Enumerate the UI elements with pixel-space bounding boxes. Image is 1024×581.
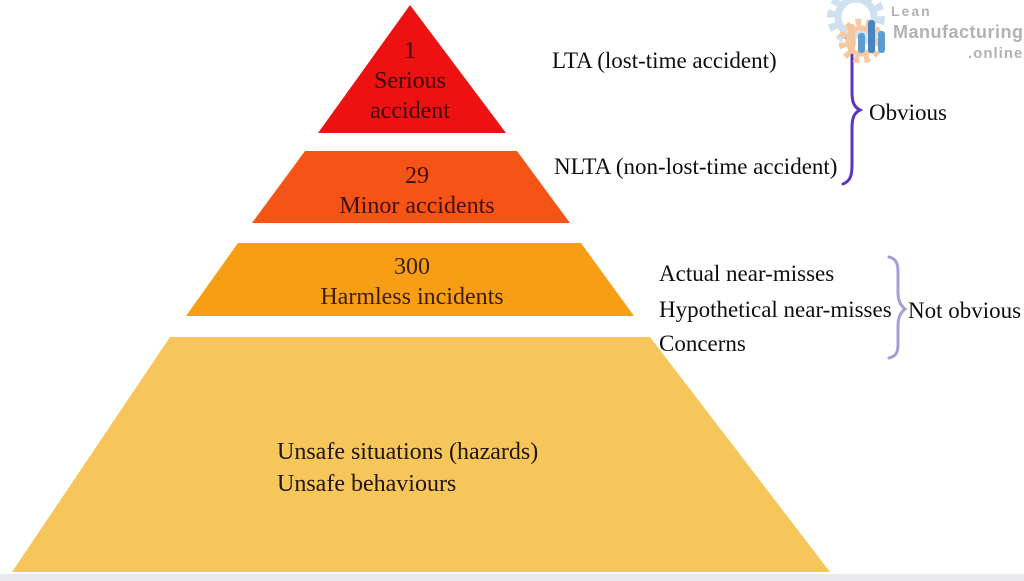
level-2-label: 29 Minor accidents	[297, 161, 537, 221]
level-1-line2: accident	[370, 98, 450, 124]
level-3-harmless-incidents-shape	[186, 243, 634, 316]
level-1-label: 1 Serious accident	[310, 36, 510, 126]
hypothetical-near-misses-label: Hypothetical near-misses	[659, 297, 892, 322]
footer-strip	[0, 574, 1024, 581]
level-4-unsafe-situations-shape	[12, 337, 830, 572]
logo-mark	[827, 0, 885, 64]
level-4-label: Unsafe situations (hazards) Unsafe behav…	[277, 436, 538, 500]
logo-text-lean: Lean	[891, 3, 932, 19]
nlta-label: NLTA (non-lost-time accident)	[554, 154, 838, 179]
gear-icon-large-teeth	[827, 0, 885, 46]
lta-label: LTA (lost-time accident)	[552, 48, 777, 73]
level-3-count: 300	[394, 254, 430, 280]
bar-chart-icon	[848, 20, 885, 53]
level-1-serious-accident-shape	[318, 5, 506, 133]
level-4-line2: Unsafe behaviours	[277, 471, 457, 497]
level-1-line1: Serious	[374, 68, 446, 94]
level-1-count: 1	[404, 38, 416, 64]
not-obvious-brace	[887, 255, 908, 360]
level-2-count: 29	[405, 163, 429, 189]
level-2-minor-accidents-shape	[252, 151, 570, 223]
logo-text-online: .online	[968, 45, 1024, 62]
logo-text-manufacturing: Manufacturing	[893, 22, 1024, 42]
level-4-line1: Unsafe situations (hazards)	[277, 439, 539, 465]
level-3-line1: Harmless incidents	[320, 284, 504, 310]
not-obvious-label: Not obvious	[908, 298, 1022, 323]
concerns-label: Concerns	[659, 331, 746, 356]
level-2-line1: Minor accidents	[339, 193, 495, 219]
level-3-label: 300 Harmless incidents	[288, 252, 536, 312]
actual-near-misses-label: Actual near-misses	[659, 261, 835, 286]
obvious-label: Obvious	[869, 100, 947, 125]
gear-icon-large-ring	[834, 0, 878, 39]
